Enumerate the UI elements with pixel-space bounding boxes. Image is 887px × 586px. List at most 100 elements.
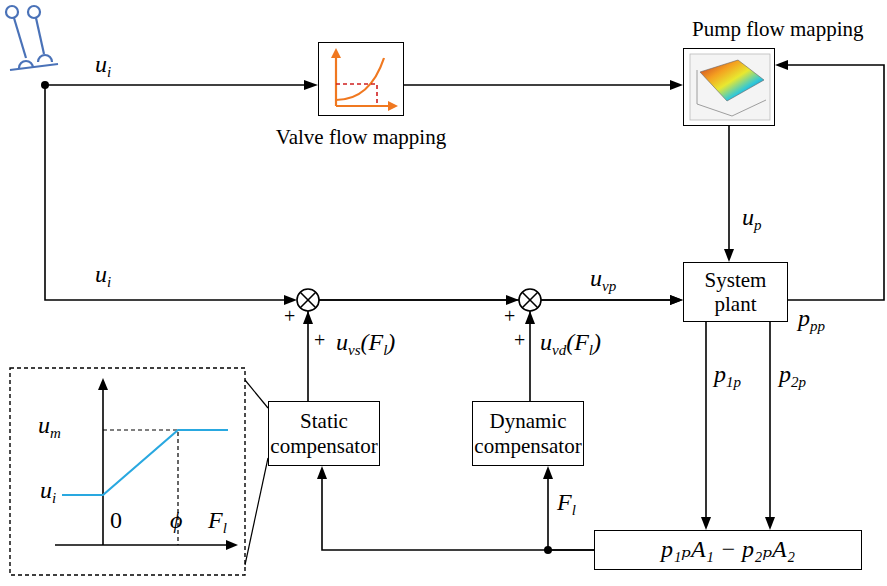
- connector-line: [728, 126, 730, 250]
- symbol: ): [387, 329, 395, 355]
- symbol: u: [540, 329, 552, 355]
- symbol: (F: [361, 329, 384, 355]
- valve-map-box: Valve flow mapping: [318, 42, 404, 116]
- sign-label: +: [514, 330, 525, 350]
- connector-line: [548, 478, 594, 550]
- box-heading: Pump flow mapping: [692, 17, 864, 41]
- symbol: ϕ: [170, 507, 182, 533]
- signal-connector: [543, 466, 594, 550]
- box-text: Static compensator: [270, 409, 377, 457]
- symbol: u: [95, 51, 107, 77]
- signal-label: p1p: [714, 362, 741, 390]
- subscript: i: [107, 64, 111, 80]
- connector-line: [787, 65, 884, 300]
- subscript: vd: [552, 342, 566, 358]
- signal-label: ui: [95, 52, 111, 80]
- symbol: +: [504, 305, 515, 327]
- connector-line: [404, 84, 671, 86]
- symbol: +: [284, 305, 295, 327]
- signal-wire: [45, 85, 306, 300]
- symbol: u: [38, 412, 50, 438]
- subscript: l: [383, 342, 387, 358]
- box-text: Dynamic compensator: [474, 409, 581, 457]
- junction-dot: [41, 81, 49, 89]
- arrowhead: [724, 249, 734, 262]
- box-text: System plant: [689, 268, 782, 316]
- signal-label: uvs(Fl): [336, 330, 395, 358]
- signal-connector: [530, 295, 683, 401]
- arrowhead: [543, 466, 553, 479]
- sign-label: +: [314, 330, 325, 350]
- symbol: u: [40, 477, 52, 503]
- signal-connector: [404, 80, 683, 90]
- subscript: 1p: [726, 374, 741, 390]
- symbol: p: [714, 361, 726, 387]
- inset-plot: [10, 368, 268, 575]
- signal-label: up: [742, 205, 762, 233]
- arrowhead: [670, 80, 683, 90]
- arrowhead: [670, 295, 683, 305]
- valve-map-icon: [331, 48, 398, 111]
- symbol: F: [208, 507, 223, 533]
- subscript: vs: [348, 342, 361, 358]
- process-box: System plant: [683, 262, 788, 322]
- subscript: pp: [810, 318, 825, 334]
- signal-label: ppp: [798, 306, 825, 334]
- subscript: l: [572, 502, 576, 518]
- signal-label: ui: [95, 262, 111, 290]
- symbol: u: [742, 204, 754, 230]
- signal-label: ϕ: [170, 508, 182, 532]
- arrowhead: [701, 517, 711, 530]
- subscript: i: [107, 274, 111, 290]
- signal-connector: [775, 60, 884, 300]
- pump-map-box: Pump flow mapping: [683, 48, 775, 126]
- signal-label: um: [38, 413, 61, 441]
- symbol: ): [593, 329, 601, 355]
- symbol: u: [95, 261, 107, 287]
- signal-label: uvp: [590, 266, 616, 294]
- subscript: vp: [602, 278, 616, 294]
- signal-label: uvd(Fl): [540, 330, 601, 358]
- symbol: p: [779, 361, 791, 387]
- signal-connector: [308, 295, 683, 401]
- signal-label: p2p: [779, 362, 806, 390]
- symbol: p: [798, 305, 810, 331]
- symbol: (F: [566, 329, 589, 355]
- signal-label: 0: [110, 508, 122, 532]
- signal-connector: [317, 466, 594, 550]
- process-box: Static compensator: [268, 401, 380, 466]
- symbol: u: [590, 265, 602, 291]
- subscript: m: [50, 425, 61, 441]
- signal-connector: [724, 126, 734, 262]
- sign-label: +: [284, 306, 295, 326]
- process-box: Dynamic compensator: [472, 401, 584, 466]
- subscript: l: [223, 520, 227, 536]
- connector-line: [705, 322, 707, 518]
- signal-connector: [765, 322, 775, 530]
- subscript: 2p: [791, 374, 806, 390]
- sign-label: +: [504, 306, 515, 326]
- subscript: p: [754, 217, 762, 233]
- subscript: l: [589, 342, 593, 358]
- pump-map-icon: [690, 54, 770, 120]
- signal-connector: [701, 322, 711, 530]
- connector-line: [530, 300, 671, 401]
- signal-label: Fl: [208, 508, 227, 536]
- arrowhead: [775, 60, 788, 70]
- arrowhead: [765, 517, 775, 530]
- joystick-icon: [6, 6, 58, 70]
- symbol: 0: [110, 507, 122, 533]
- symbol: +: [314, 329, 325, 351]
- arrowhead: [304, 80, 318, 90]
- symbol: F: [557, 489, 572, 515]
- symbol: u: [336, 329, 348, 355]
- signal-label: ui: [40, 478, 56, 506]
- subscript: i: [52, 490, 56, 506]
- arrowhead: [670, 295, 683, 305]
- arrowhead: [284, 295, 535, 324]
- box-text: p₁ₚA₁ − p₂ₚA₂: [661, 536, 795, 564]
- arrowhead: [317, 466, 327, 479]
- signal-label: Fl: [557, 490, 576, 518]
- connector-line: [308, 300, 671, 401]
- connector-line: [769, 322, 771, 518]
